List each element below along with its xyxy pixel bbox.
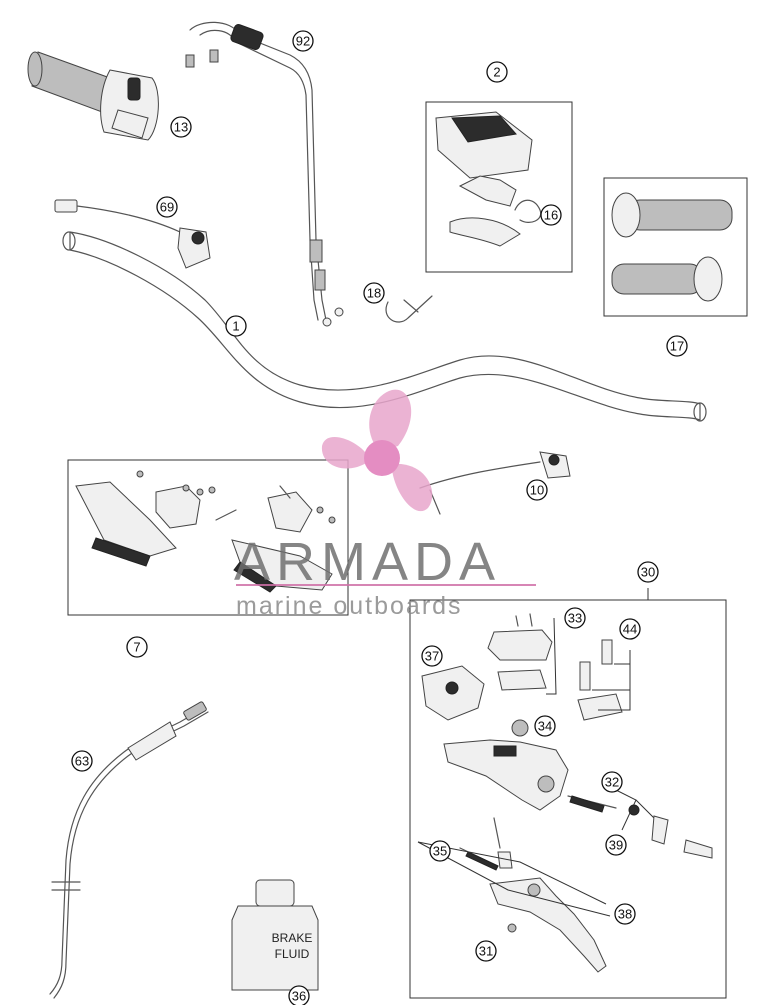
- callout-number: 44: [623, 622, 637, 637]
- callout-layer: 1 2 7 10 13 16 17 18 30 31 32 33 34 35 36 37 38 39 44 63 69 9…: [71, 30, 688, 1005]
- brake-fluid-bottle: BRAKE FLUID: [231, 879, 319, 991]
- callout-2: 2: [486, 61, 508, 83]
- callout-number: 63: [75, 754, 89, 769]
- callout-36: 36: [288, 985, 310, 1005]
- watermark-subtitle: marine outboards: [236, 592, 463, 620]
- callout-30: 30: [637, 561, 659, 583]
- callout-circle: [619, 618, 641, 640]
- callout-circle: [475, 940, 497, 962]
- brake-fluid-label-line1: BRAKE: [272, 931, 313, 945]
- callout-circle: [288, 985, 310, 1005]
- callout-32: 32: [601, 771, 623, 793]
- callout-circle: [71, 750, 93, 772]
- callout-number: 32: [605, 775, 619, 790]
- cable-63: [49, 701, 209, 999]
- callout-circle: [605, 834, 627, 856]
- handlebar: [62, 231, 707, 422]
- callout-number: 38: [618, 907, 632, 922]
- callout-circle: [666, 335, 688, 357]
- callout-69: 69: [156, 196, 178, 218]
- callout-13: 13: [170, 116, 192, 138]
- callout-circle: [429, 840, 451, 862]
- callout-circle: [601, 771, 623, 793]
- callout-number: 1: [232, 319, 239, 334]
- switch-cable-10: [419, 451, 571, 515]
- callout-circle: [363, 282, 385, 304]
- callout-number: 16: [544, 208, 558, 223]
- callout-circle: [170, 116, 192, 138]
- callout-circle: [225, 315, 247, 337]
- callout-number: 7: [133, 640, 140, 655]
- callout-number: 13: [174, 120, 188, 135]
- callout-1: 1: [225, 315, 247, 337]
- callout-31: 31: [475, 940, 497, 962]
- callout-number: 18: [367, 286, 381, 301]
- handlebar-cover-group: [425, 101, 573, 273]
- callout-18: 18: [363, 282, 385, 304]
- callout-number: 36: [292, 989, 306, 1004]
- callout-35: 35: [429, 840, 451, 862]
- hand-brake-cylinder-group: [409, 588, 727, 999]
- callout-number: 30: [641, 565, 655, 580]
- grips-group: [603, 177, 748, 317]
- kill-switch-69: [54, 199, 211, 269]
- callout-circle: [540, 204, 562, 226]
- callout-number: 92: [296, 34, 310, 49]
- callout-number: 33: [568, 611, 582, 626]
- callout-number: 31: [479, 944, 493, 959]
- callout-10: 10: [526, 479, 548, 501]
- watermark: ARMADA marine outboards: [234, 389, 536, 620]
- callout-circle: [292, 30, 314, 52]
- callout-63: 63: [71, 750, 93, 772]
- callout-17: 17: [666, 335, 688, 357]
- callout-circle: [486, 61, 508, 83]
- callout-circle: [637, 561, 659, 583]
- throttle-grip: [27, 51, 159, 141]
- propeller-logo: [321, 389, 433, 512]
- throttle-cables: [185, 21, 344, 327]
- callout-37: 37: [421, 645, 443, 667]
- callout-33: 33: [564, 607, 586, 629]
- callout-circle: [421, 645, 443, 667]
- callout-circle: [156, 196, 178, 218]
- callout-number: 39: [609, 838, 623, 853]
- callout-circle: [534, 715, 556, 737]
- callout-number: 17: [670, 339, 684, 354]
- callout-circle: [614, 903, 636, 925]
- callout-number: 37: [425, 649, 439, 664]
- callout-38: 38: [614, 903, 636, 925]
- callout-92: 92: [292, 30, 314, 52]
- callout-circle: [526, 479, 548, 501]
- callout-number: 34: [538, 719, 552, 734]
- callout-circle: [126, 636, 148, 658]
- callout-16: 16: [540, 204, 562, 226]
- callout-44: 44: [619, 618, 641, 640]
- callout-number: 35: [433, 844, 447, 859]
- callout-7: 7: [126, 636, 148, 658]
- callout-39: 39: [605, 834, 627, 856]
- callout-circle: [564, 607, 586, 629]
- callout-number: 69: [160, 200, 174, 215]
- brake-fluid-label-line2: FLUID: [275, 947, 310, 961]
- cable-tie: [385, 295, 433, 323]
- callout-number: 2: [493, 65, 500, 80]
- callout-34: 34: [534, 715, 556, 737]
- watermark-title: ARMADA: [234, 532, 501, 592]
- callout-number: 10: [530, 483, 544, 498]
